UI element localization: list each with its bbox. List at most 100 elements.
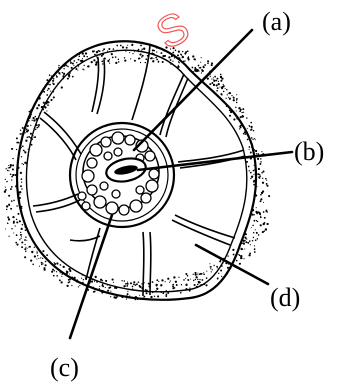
stipple-dot — [164, 281, 166, 283]
stipple-dot — [125, 46, 128, 49]
stipple-dot — [11, 179, 13, 181]
stipple-dot — [252, 231, 255, 234]
stipple-dot — [127, 281, 129, 283]
stipple-dot — [197, 274, 199, 276]
stipple-dot — [69, 278, 71, 281]
stipple-dot — [52, 79, 55, 82]
stipple-dot — [235, 110, 237, 112]
stipple-dot — [191, 66, 194, 69]
stipple-dot — [185, 277, 187, 279]
stipple-dot — [249, 240, 251, 242]
stipple-dot — [8, 194, 11, 197]
stipple-dot — [260, 198, 263, 201]
stipple-dot — [152, 60, 155, 63]
stipple-dot — [238, 107, 241, 110]
stipple-dot — [175, 284, 178, 286]
stipple-dot — [251, 213, 254, 216]
stipple-dot — [25, 250, 27, 253]
vascular-bundle — [68, 121, 176, 229]
stipple-dot — [14, 225, 16, 227]
stipple-dot — [4, 188, 7, 191]
stipple-dot — [63, 72, 66, 75]
stipple-dot — [252, 180, 255, 183]
stipple-dot — [260, 193, 262, 196]
stipple-dot — [200, 61, 202, 63]
stipple-dot — [242, 132, 245, 135]
stipple-dot — [252, 236, 255, 239]
stipple-dot — [95, 61, 98, 64]
stipple-dot — [24, 243, 26, 246]
stipple-dot — [169, 59, 172, 61]
stipple-dot — [44, 264, 47, 267]
stipple-dot — [217, 82, 220, 86]
stipple-dot — [174, 49, 177, 52]
label-b: (b) — [294, 137, 324, 166]
stipple-dot — [116, 296, 118, 298]
stipple-dot — [58, 279, 61, 282]
stipple-dot — [239, 124, 242, 127]
stipple-dot — [226, 94, 228, 96]
stipple-dot — [6, 180, 8, 183]
stipple-dot — [121, 280, 123, 282]
stipple-dot — [102, 63, 104, 65]
bundle-cell — [77, 191, 87, 201]
stipple-dot — [131, 43, 134, 47]
stipple-dot — [113, 296, 116, 299]
stipple-dot — [147, 282, 149, 284]
stipple-dot — [194, 273, 197, 276]
outer-wall — [15, 40, 258, 301]
stipple-dot — [264, 228, 268, 231]
stipple-dot — [143, 295, 146, 298]
stipple-dot — [172, 287, 175, 290]
stipple-dot — [29, 132, 32, 135]
stipple-dot — [195, 276, 198, 279]
stipple-dot — [239, 128, 241, 130]
stipple-dot — [81, 58, 84, 60]
stipple-dot — [140, 44, 142, 47]
stipple-dot — [37, 126, 40, 128]
stipple-dot — [186, 274, 189, 277]
stipple-dot — [180, 53, 182, 56]
stipple-dot — [252, 169, 255, 172]
stipple-dot — [5, 168, 7, 170]
stipple-dot — [243, 258, 245, 260]
stipple-dot — [187, 55, 190, 58]
stipple-dot — [49, 83, 51, 86]
stipple-dot — [39, 97, 41, 99]
stipple-dot — [61, 275, 63, 277]
stipple-dot — [167, 277, 170, 280]
stipple-dot — [212, 78, 214, 80]
stipple-dot — [60, 281, 63, 284]
stipple-dot — [131, 285, 134, 288]
stipple-dot — [262, 177, 264, 179]
bundle-cell — [148, 168, 160, 180]
stipple-dot — [63, 68, 65, 70]
stipple-dot — [13, 232, 15, 234]
stipple-dot — [255, 207, 257, 209]
stipple-dot — [52, 274, 55, 277]
stipple-dot — [210, 265, 212, 268]
stipple-dot — [256, 220, 259, 223]
stipple-dot — [9, 173, 12, 176]
stipple-dot — [153, 295, 156, 297]
stipple-dot — [109, 62, 111, 64]
stipple-dot — [261, 181, 265, 184]
leader-c — [68, 213, 114, 340]
stipple-dot — [235, 101, 238, 104]
stipple-dot — [36, 250, 38, 252]
outer-wall-inner — [25, 49, 248, 293]
stipple-dot — [219, 86, 221, 88]
stipple-dot — [5, 208, 8, 211]
stipple-dot — [125, 298, 128, 300]
stipple-dot — [83, 64, 85, 67]
stipple-dot — [41, 257, 44, 260]
stipple-dot — [58, 72, 61, 75]
stipple-dot — [8, 170, 10, 172]
stipple-dot — [27, 148, 29, 150]
stipple-dot — [226, 266, 229, 269]
stipple-dot — [78, 55, 81, 57]
label-d: (d) — [270, 283, 300, 312]
stipple-dot — [213, 79, 216, 82]
bundle-cell — [81, 169, 95, 183]
stipple-dot — [55, 75, 58, 78]
